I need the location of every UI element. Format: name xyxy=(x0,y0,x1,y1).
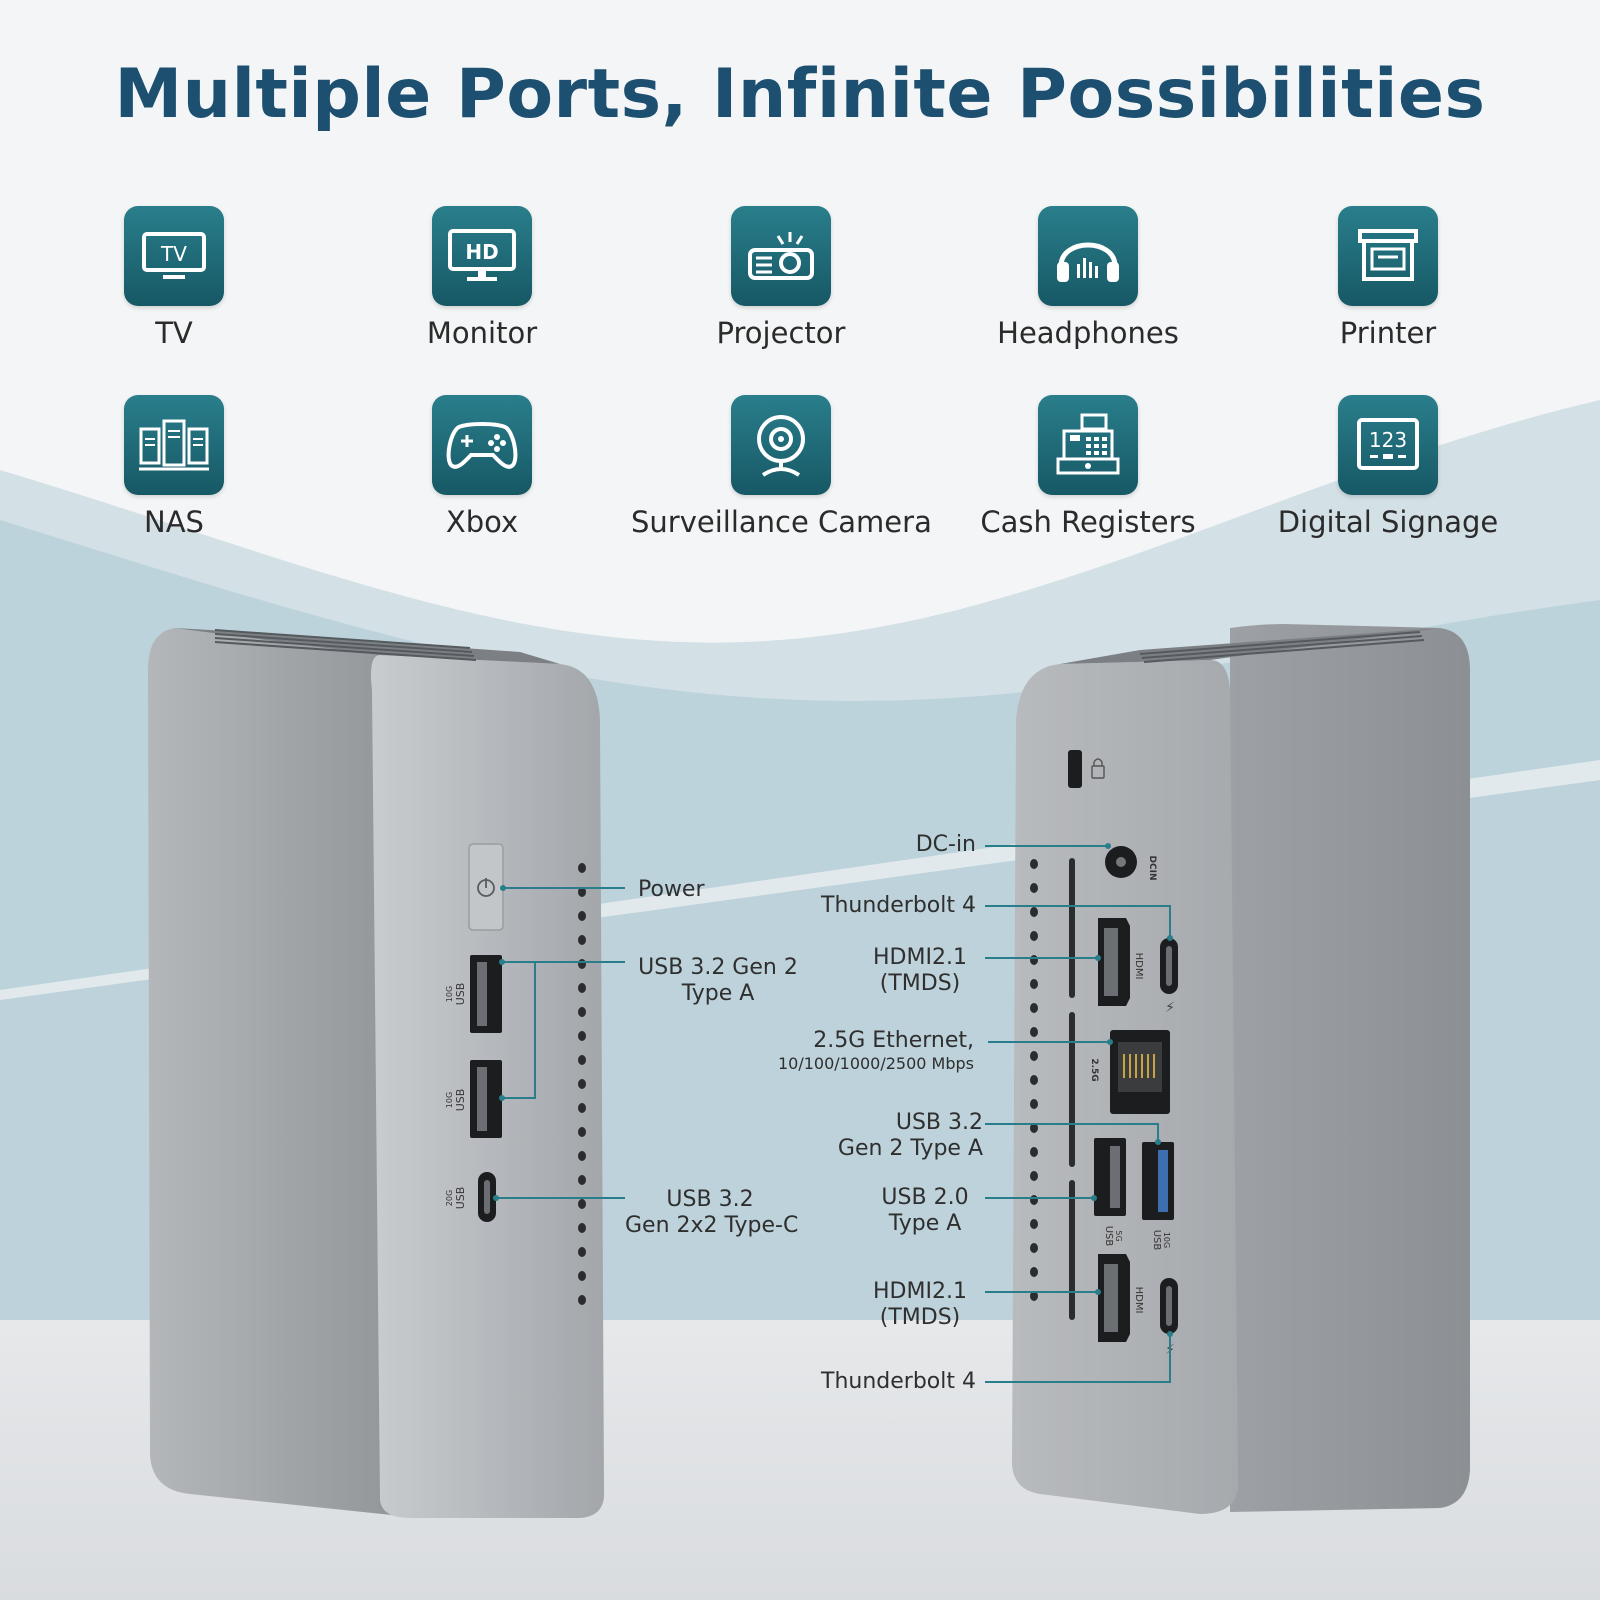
right-mini-pc: DCIN HDMI ⚡ 2.5G USB 5G USB 10G HDMI xyxy=(1012,624,1470,1514)
usb-port-print: USB xyxy=(1151,1230,1162,1251)
device-label: NAS xyxy=(144,505,204,539)
device-tv: TV TV xyxy=(24,206,324,350)
hdmi-bottom-label: HDMI2.1 (TMDS) xyxy=(873,1279,967,1330)
device-nas: NAS xyxy=(24,395,324,539)
device-headphones: Headphones xyxy=(938,206,1238,350)
usb-port-print: USB xyxy=(1103,1226,1114,1247)
usb20-label: USB 2.0 Type A xyxy=(881,1185,969,1236)
device-label: Surveillance Camera xyxy=(631,505,932,539)
tv-icon: TV xyxy=(124,206,224,306)
usb-port-print: USB xyxy=(454,983,467,1006)
device-digital-signage: 123 Digital Signage xyxy=(1238,395,1538,539)
monitor-icon: HD xyxy=(432,206,532,306)
usb32-label: USB 3.2 Gen 2 Type A xyxy=(837,1110,983,1161)
hdmi-print: HDMI xyxy=(1133,1287,1144,1314)
lock-icon xyxy=(1091,758,1105,779)
projector-icon xyxy=(731,206,831,306)
gamepad-icon xyxy=(432,395,532,495)
svg-text:HD: HD xyxy=(465,240,498,264)
device-label: Cash Registers xyxy=(980,505,1196,539)
device-label: Headphones xyxy=(997,316,1179,350)
device-printer: Printer xyxy=(1238,206,1538,350)
top-vent xyxy=(214,629,477,661)
ethernet-print: 2.5G xyxy=(1089,1058,1099,1081)
device-projector: Projector xyxy=(631,206,931,350)
device-label: Xbox xyxy=(445,505,519,539)
device-label: Projector xyxy=(716,316,846,350)
printer-icon xyxy=(1338,206,1438,306)
dc-in-label: DC-in xyxy=(915,832,976,857)
hdmi-print: HDMI xyxy=(1133,953,1144,980)
device-monitor: HD Monitor xyxy=(332,206,632,350)
device-label: Digital Signage xyxy=(1277,505,1499,539)
usb-speed-print: 10G xyxy=(445,986,454,1002)
headphones-icon xyxy=(1038,206,1138,306)
usb-speed-print: 5G xyxy=(1114,1230,1123,1241)
hdmi-top-label: HDMI2.1 (TMDS) xyxy=(873,945,967,996)
device-surveillance-camera: Surveillance Camera xyxy=(631,395,932,539)
leader-lines xyxy=(496,845,1171,1383)
dcin-print: DCIN xyxy=(1147,856,1157,881)
usb-port-print: USB xyxy=(454,1187,467,1210)
signage-icon: 123 xyxy=(1338,395,1438,495)
device-label: TV xyxy=(155,316,193,350)
usb-speed-print: 10G xyxy=(445,1092,454,1108)
cash-register-icon xyxy=(1038,395,1138,495)
power-icon xyxy=(477,878,495,897)
leader-dots xyxy=(493,843,1173,1337)
device-cash-registers: Cash Registers xyxy=(938,395,1238,539)
device-label: Monitor xyxy=(426,316,538,350)
left-mini-pc: USB 10G USB 10G USB 20G xyxy=(148,628,605,1518)
webcam-icon xyxy=(731,395,831,495)
svg-text:123: 123 xyxy=(1369,428,1407,452)
usb-speed-print: 10G xyxy=(1162,1232,1171,1248)
kensington-lock-slot xyxy=(1068,750,1082,788)
usb-port-print: USB xyxy=(454,1089,467,1112)
ethernet-label: 2.5G Ethernet, xyxy=(813,1028,974,1053)
device-label: Printer xyxy=(1339,316,1437,350)
power-label: Power xyxy=(638,877,705,902)
ethernet-speed-label: 10/100/1000/2500 Mbps xyxy=(777,1054,974,1073)
usb-a-label: USB 3.2 Gen 2 Type A xyxy=(638,955,798,1006)
page-title: Multiple Ports, Infinite Possibilities xyxy=(114,55,1486,134)
top-vent xyxy=(1139,631,1425,663)
thunderbolt-bottom-label: Thunderbolt 4 xyxy=(821,1369,976,1394)
device-xbox: Xbox xyxy=(332,395,632,539)
usb-c-label: USB 3.2 Gen 2x2 Type-C xyxy=(625,1187,799,1238)
thunderbolt-top-label: Thunderbolt 4 xyxy=(821,893,976,918)
svg-text:TV: TV xyxy=(160,242,187,266)
usb-speed-print: 20G xyxy=(445,1190,454,1206)
nas-icon xyxy=(124,395,224,495)
thunderbolt-bolt-icon: ⚡ xyxy=(1165,1000,1175,1016)
